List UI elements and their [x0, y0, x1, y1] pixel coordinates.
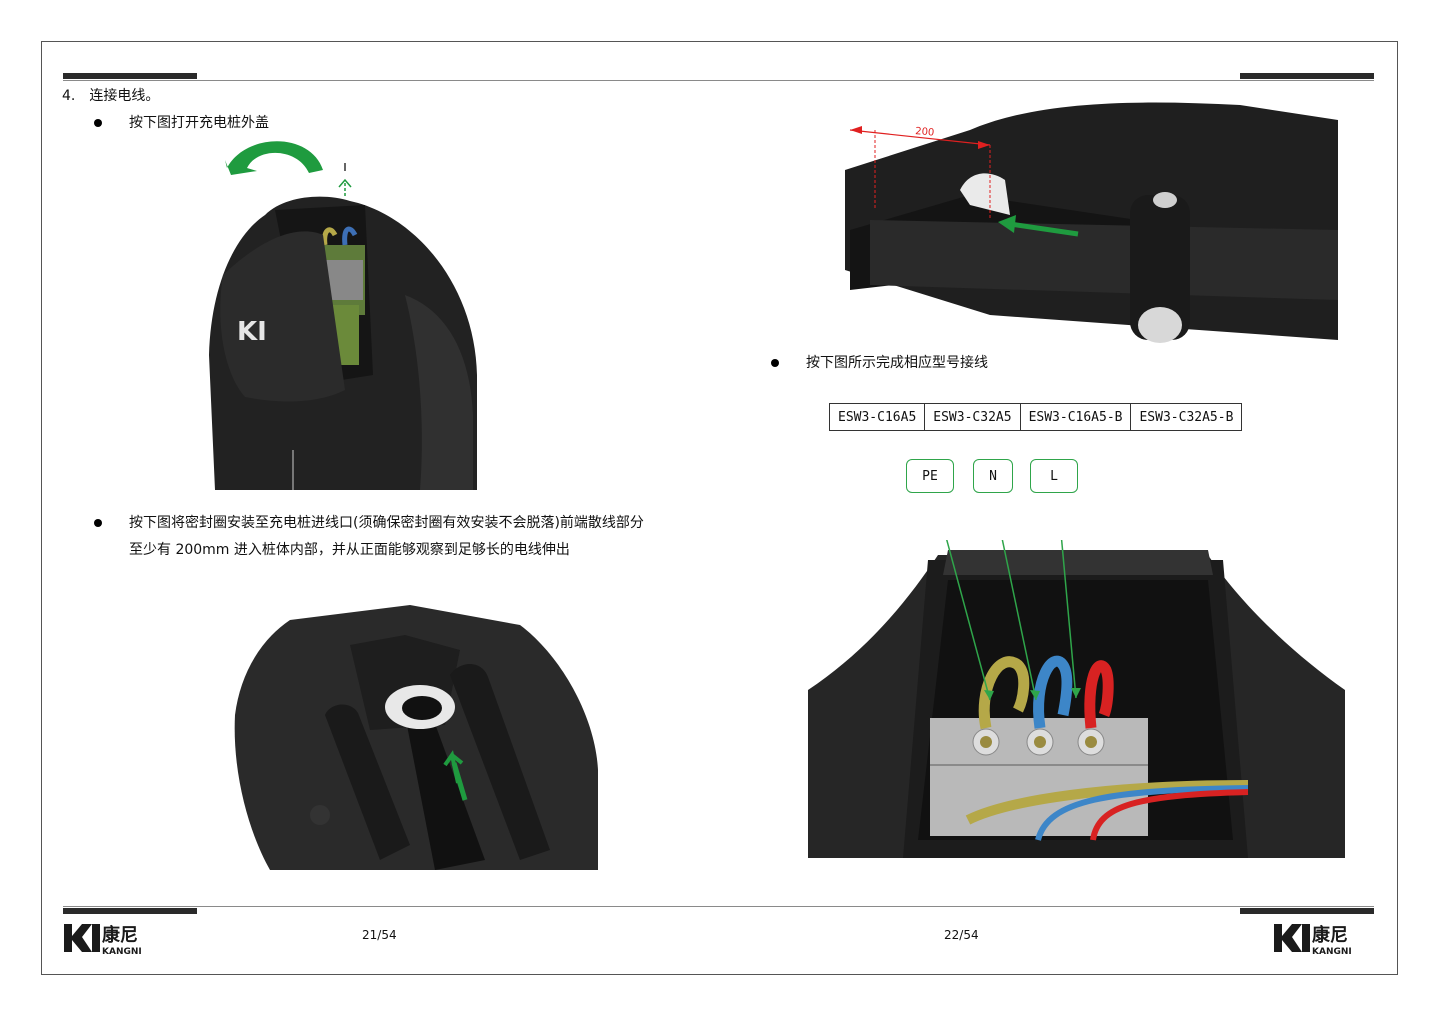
- kangni-logo: 康尼 KANGNI: [1272, 920, 1372, 957]
- header-rule: [63, 80, 1374, 81]
- svg-text:康尼: 康尼: [1312, 924, 1348, 946]
- terminal-label-pe: PE: [906, 459, 954, 493]
- model-cell: ESW3-C16A5-B: [1019, 403, 1132, 431]
- figure-seal-ring: [230, 605, 600, 870]
- bullet-dot: [94, 119, 102, 127]
- rotate-arrow-icon: [225, 141, 323, 175]
- bullet-dot: [94, 519, 102, 527]
- dimension-label: 200: [915, 126, 935, 139]
- figure-terminal-wiring: [808, 540, 1345, 858]
- footer-rule: [63, 906, 1374, 907]
- header-bar-right: [1240, 73, 1374, 79]
- page-frame: [41, 41, 1398, 975]
- instruction-seal-line1: 按下图将密封圈安装至充电桩进线口(须确保密封圈有效安装不会脱落)前端散线部分: [129, 515, 644, 531]
- figure-open-cover: KI: [205, 135, 495, 490]
- svg-text:KANGNI: KANGNI: [1312, 947, 1352, 956]
- instruction-seal-line2: 至少有 200mm 进入桩体内部，并从正面能够观察到足够长的电线伸出: [129, 542, 570, 558]
- instruction-open-cover: 按下图打开充电桩外盖: [129, 115, 269, 131]
- figure-cable-length: 200: [840, 100, 1340, 345]
- footer-bar-left: [63, 908, 197, 914]
- model-cell: ESW3-C32A5-B: [1130, 403, 1243, 431]
- model-cell: ESW3-C32A5: [924, 403, 1021, 431]
- bullet-dot: [771, 359, 779, 367]
- footer-bar-right: [1240, 908, 1374, 914]
- instruction-wiring: 按下图所示完成相应型号接线: [806, 355, 988, 371]
- terminal-label-n: N: [973, 459, 1013, 493]
- step-title: 4. 连接电线。: [62, 88, 160, 104]
- svg-text:KI: KI: [237, 317, 267, 347]
- page-number-right: 22/54: [944, 928, 979, 942]
- model-cell: ESW3-C16A5: [828, 403, 926, 431]
- terminal-label-l: L: [1030, 459, 1078, 493]
- header-bar-left: [63, 73, 197, 79]
- kangni-logo: 康尼 KANGNI: [62, 920, 162, 957]
- page-number-left: 21/54: [362, 928, 397, 942]
- svg-text:KANGNI: KANGNI: [102, 947, 142, 956]
- model-table: ESW3-C16A5 ESW3-C32A5 ESW3-C16A5-B ESW3-…: [828, 403, 1243, 431]
- svg-text:康尼: 康尼: [102, 924, 138, 946]
